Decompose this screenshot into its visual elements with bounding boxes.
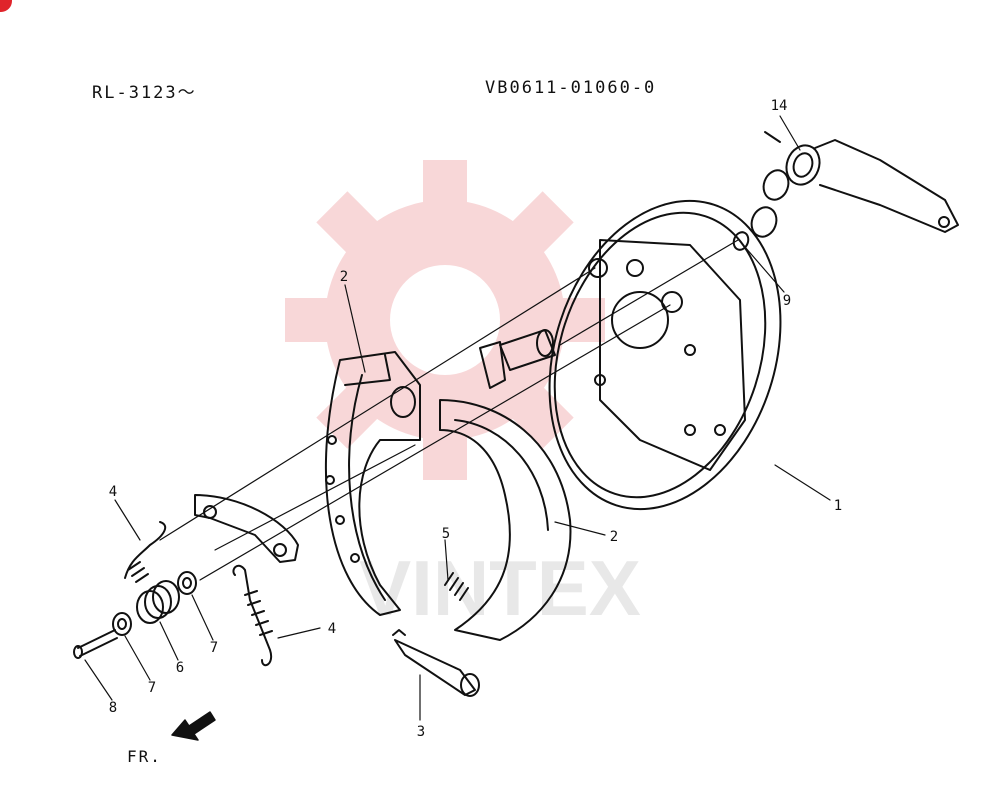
callout-8: 8 [109, 700, 117, 716]
hold-down-pin [73, 629, 118, 659]
part-number-label: VB0611-01060-0 [485, 78, 657, 98]
callout-2-front: 2 [610, 529, 618, 545]
callout-7-lower: 7 [148, 680, 156, 696]
anchor-plate [194, 494, 299, 563]
washer-lower [112, 612, 132, 636]
leader-lines [84, 115, 831, 721]
front-arrow-icon [171, 711, 216, 741]
return-spring-lower [232, 564, 273, 667]
assembly-axes [159, 239, 739, 581]
hold-down-spring [136, 580, 180, 624]
backing-plate [548, 199, 782, 511]
callout-3: 3 [417, 724, 425, 740]
washer-upper [177, 571, 197, 595]
front-direction-label: FR. [127, 747, 162, 766]
callout-1: 1 [834, 498, 842, 514]
callout-5: 5 [442, 526, 450, 542]
callout-9: 9 [783, 293, 791, 309]
adjuster-spring [444, 572, 469, 601]
callout-14: 14 [771, 98, 788, 114]
brake-shoe-rear [324, 351, 421, 616]
brake-shoe-front [439, 399, 572, 641]
serial-range-label: RL-3123～ [92, 83, 197, 103]
callout-7-upper: 7 [210, 640, 218, 656]
callout-4-lower: 4 [328, 621, 336, 637]
adjuster-screw [392, 629, 480, 697]
watermark-text: VINTEX [359, 544, 641, 632]
return-spring-upper [124, 521, 167, 583]
callout-4-upper: 4 [109, 484, 117, 500]
watermark-gear-icon: VINTEX [285, 160, 641, 632]
brake-camshaft [479, 329, 556, 389]
callout-6: 6 [176, 660, 184, 676]
callout-2-rear: 2 [340, 269, 348, 285]
brake-lever [732, 131, 959, 251]
